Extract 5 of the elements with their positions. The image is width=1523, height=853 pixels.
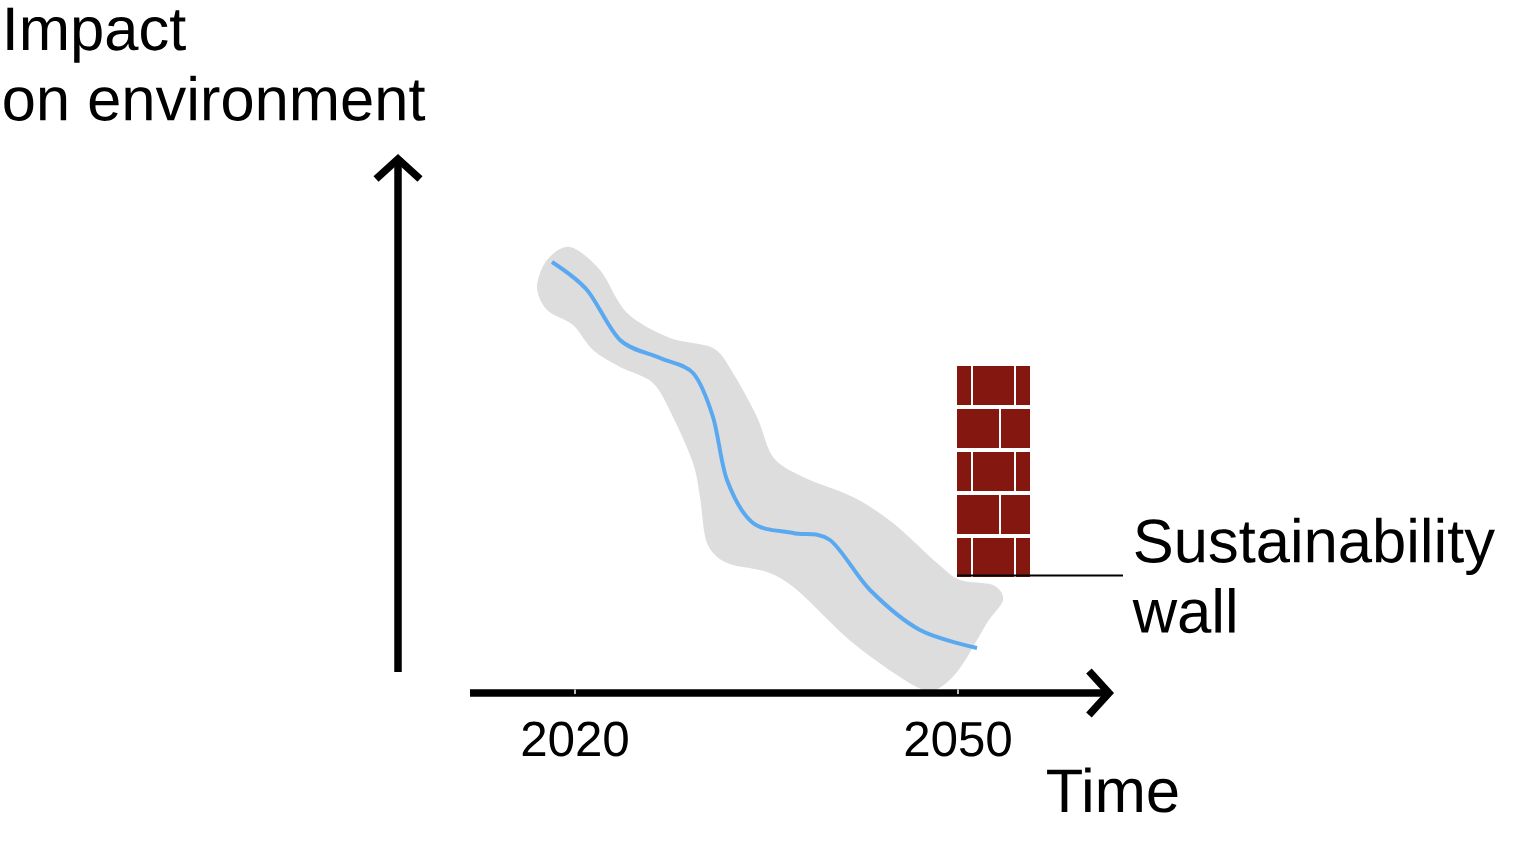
axis-label: Time xyxy=(1047,767,1178,813)
tick-label: 2050 xyxy=(905,721,1011,757)
axis-label: Impact on environment xyxy=(4,7,426,121)
tick-label: 2020 xyxy=(522,721,628,757)
callout-label: Sustainability wall xyxy=(1132,517,1495,634)
